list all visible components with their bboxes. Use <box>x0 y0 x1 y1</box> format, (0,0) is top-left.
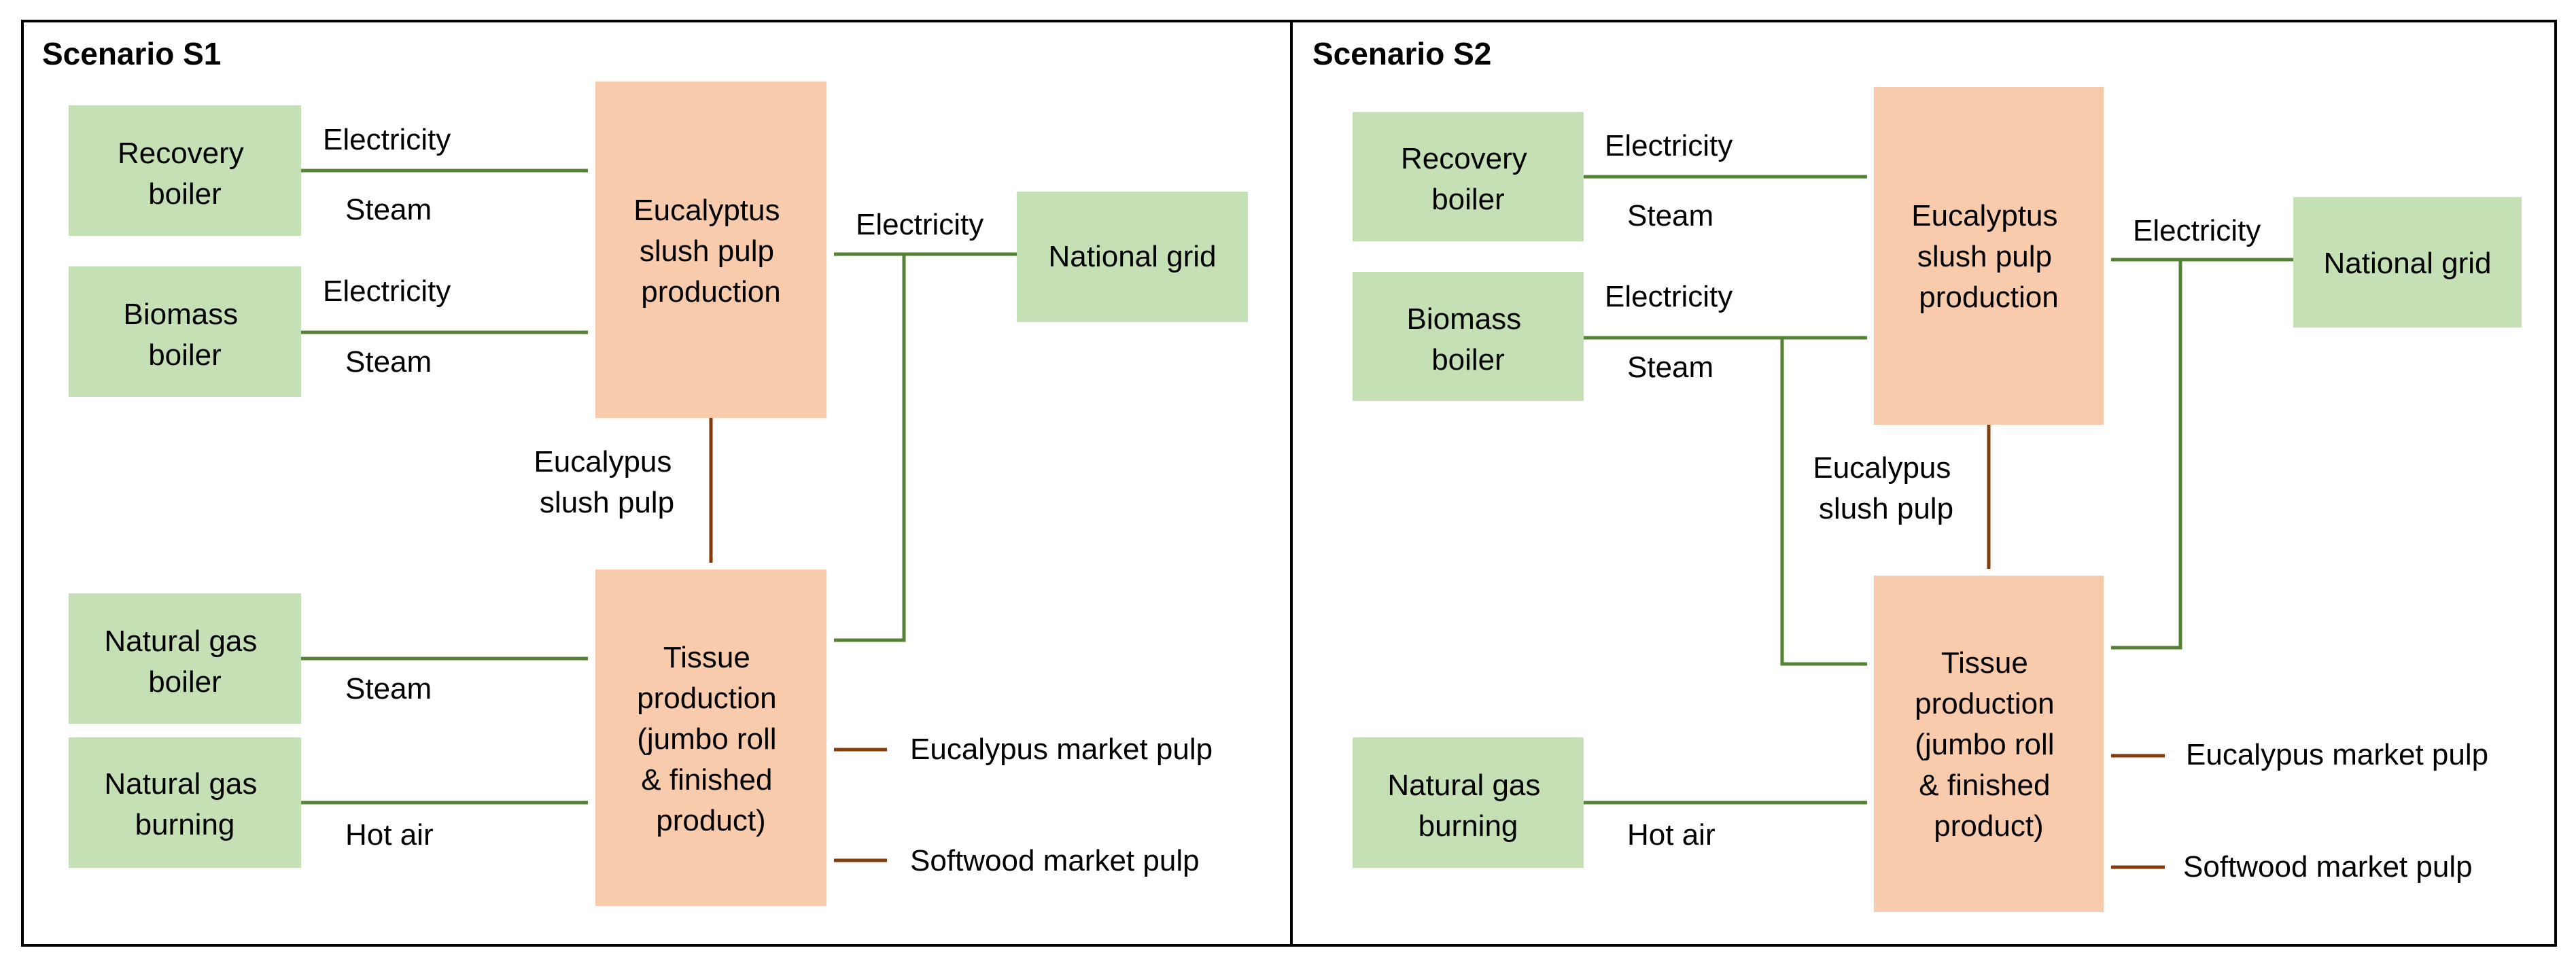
s1-national-grid-label: National grid <box>1048 240 1216 273</box>
s1-natural-gas-boiler-label: Natural gas boiler <box>104 625 265 699</box>
panel-s2: Scenario S2 Recovery boiler Biomass boil… <box>1312 36 2522 912</box>
s2-slush-pulp-label: Eucalypus slush pulp <box>1813 451 1959 525</box>
s2-biomass-boiler-box <box>1353 272 1584 401</box>
s1-natural-gas-burning-label: Natural gas burning <box>104 767 265 841</box>
s2-natural-gas-burning-box <box>1353 737 1584 868</box>
s2-softwood-market-pulp-label: Softwood market pulp <box>2183 850 2473 883</box>
s1-slush-pulp-label: Eucalypus slush pulp <box>534 445 680 519</box>
s1-biomass-electricity-label: Electricity <box>323 275 451 308</box>
s1-recovery-boiler-box <box>69 105 301 236</box>
s1-grid-electricity-label: Electricity <box>856 208 984 241</box>
s1-ng-boiler-steam-label: Steam <box>345 672 432 705</box>
panel-s1-title: Scenario S1 <box>42 36 221 71</box>
s2-natural-gas-burning-label: Natural gas burning <box>1387 769 1548 843</box>
s2-recovery-steam-label: Steam <box>1627 199 1713 232</box>
s1-biomass-boiler-box <box>69 266 301 397</box>
s1-softwood-market-pulp-label: Softwood market pulp <box>910 844 1200 877</box>
s1-eucalyptus-production-label: Eucalyptus slush pulp production <box>633 194 788 309</box>
s1-national-grid-box <box>1017 192 1248 322</box>
s2-biomass-boiler-label: Biomass boiler <box>1407 302 1530 377</box>
s1-tissue-production-label: Tissue production (jumbo roll & finished… <box>637 641 785 837</box>
s1-tissue-production-box <box>595 570 826 906</box>
s2-tissue-production-label: Tissue production (jumbo roll & finished… <box>1915 646 2063 843</box>
s2-eucalyptus-production-box <box>1874 87 2104 425</box>
s1-natural-gas-burning-box <box>69 737 301 868</box>
s1-biomass-steam-label: Steam <box>345 345 432 379</box>
s1-grid-to-tissue-arrow <box>833 254 906 642</box>
s1-natural-gas-boiler-box <box>69 593 301 724</box>
s2-hot-air-label: Hot air <box>1627 818 1716 852</box>
s2-biomass-steam-label: Steam <box>1627 351 1713 384</box>
s2-national-grid-label: National grid <box>2323 247 2491 280</box>
s1-hot-air-label: Hot air <box>345 818 434 852</box>
s2-recovery-boiler-label: Recovery boiler <box>1401 142 1535 216</box>
s1-biomass-boiler-label: Biomass boiler <box>124 298 247 372</box>
s2-biomass-to-tissue-arrow <box>1780 338 1868 666</box>
s2-recovery-electricity-label: Electricity <box>1605 129 1733 162</box>
s1-recovery-boiler-label: Recovery boiler <box>118 137 252 211</box>
s1-eucalyptus-market-pulp-label: Eucalypus market pulp <box>910 733 1213 766</box>
s1-recovery-steam-label: Steam <box>345 193 432 226</box>
panel-s2-title: Scenario S2 <box>1312 36 1491 71</box>
s2-biomass-electricity-label: Electricity <box>1605 280 1733 313</box>
s2-eucalyptus-production-label: Eucalyptus slush pulp production <box>1911 199 2066 314</box>
s2-eucalyptus-market-pulp-label: Eucalypus market pulp <box>2186 738 2488 771</box>
panel-s1: Scenario S1 Recovery boiler Biomass boil… <box>42 36 1248 906</box>
s2-recovery-boiler-box <box>1353 112 1584 241</box>
s1-recovery-electricity-label: Electricity <box>323 123 451 156</box>
s2-grid-electricity-label: Electricity <box>2133 214 2261 247</box>
s2-national-grid-box <box>2293 197 2522 328</box>
s2-grid-to-tissue-arrow <box>2110 260 2182 650</box>
panel-s2-frame <box>1290 20 2557 947</box>
s2-tissue-production-box <box>1874 576 2104 912</box>
s1-eucalyptus-production-box <box>595 82 826 418</box>
